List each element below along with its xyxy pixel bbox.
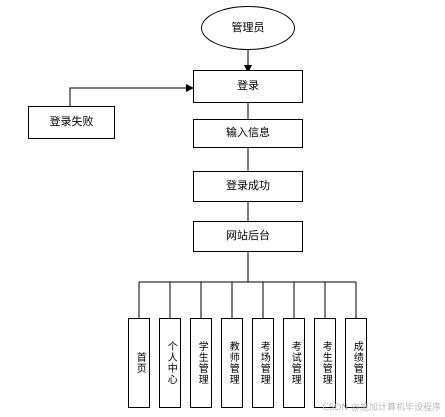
module-home: 首页	[128, 318, 150, 408]
node-backend: 网站后台	[193, 221, 303, 252]
module-exam-mgmt: 考试管理	[283, 318, 305, 408]
module-candidate-mgmt: 考生管理	[314, 318, 336, 408]
watermark: CSDN @施加计算机毕设程序	[322, 403, 441, 413]
node-login-fail: 登录失败	[28, 106, 115, 139]
node-input-info: 输入信息	[193, 119, 303, 148]
module-score-mgmt: 成绩管理	[345, 318, 367, 408]
node-login: 登录	[193, 70, 303, 103]
module-student-mgmt: 学生管理	[190, 318, 212, 408]
node-login-success: 登录成功	[193, 171, 303, 202]
module-teacher-mgmt: 教师管理	[221, 318, 243, 408]
connector-fail-loop	[69, 84, 194, 106]
module-personal-center: 个人中心	[159, 318, 181, 408]
node-admin: 管理员	[201, 6, 295, 50]
module-exam-room-mgmt: 考场管理	[252, 318, 274, 408]
